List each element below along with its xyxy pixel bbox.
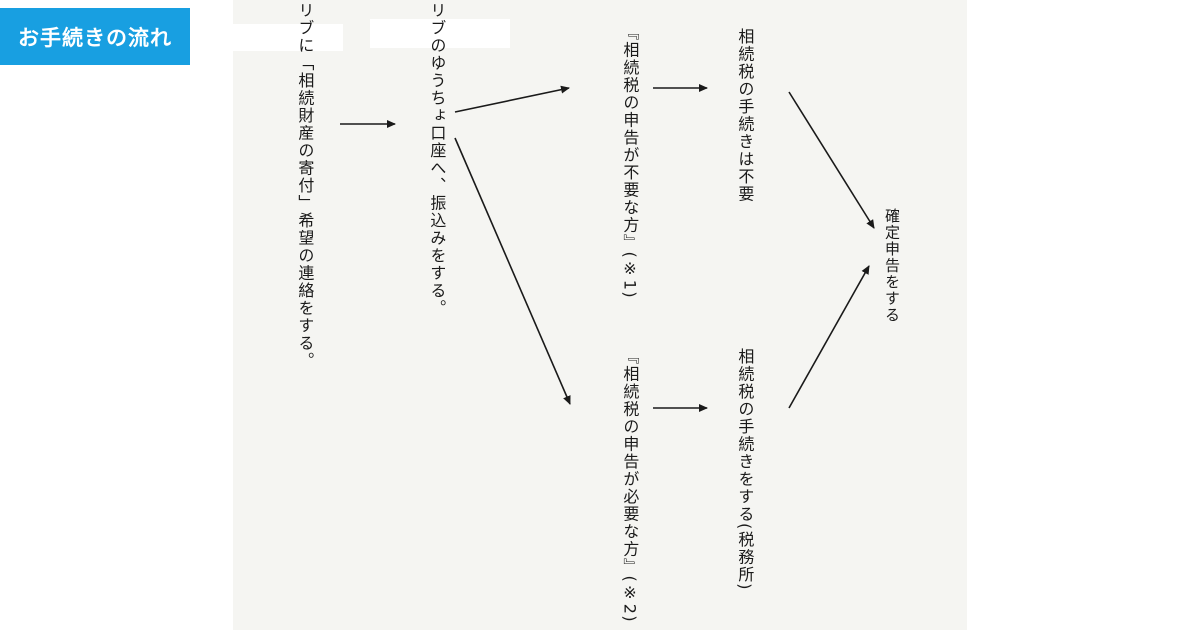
flow-panel: リブに「相続財産の寄付」希望の連絡をする。 リブのゆうちょ口座へ、振込みをする。… [233, 0, 967, 630]
flow-step-final-return: 確定申告をする [883, 208, 901, 324]
flow-step-no-declaration: 『相続税の申告が不要な方』(※1) [620, 24, 640, 300]
flow-step-transfer: リブのゆうちょ口座へ、振込みをする。 [427, 2, 447, 317]
redaction-box-2 [370, 19, 510, 48]
section-title-badge: お手続きの流れ [0, 8, 190, 65]
arrow-step4b-to-step5 [788, 265, 870, 409]
flow-step-do-procedure: 相続税の手続きをする(税務所) [735, 348, 755, 591]
arrow-step2-to-step3b [454, 137, 571, 405]
flow-step-no-procedure: 相続税の手続きは不要 [735, 28, 755, 203]
redaction-box-1 [233, 24, 343, 51]
flow-step-declaration-needed: 『相続税の申告が必要な方』(※2) [620, 348, 640, 624]
flow-step-contact: リブに「相続財産の寄付」希望の連絡をする。 [295, 2, 315, 370]
arrow-step4a-to-step5 [788, 91, 875, 229]
section-title: お手続きの流れ [18, 25, 172, 50]
flow-arrows [340, 84, 875, 412]
arrow-step2-to-step3a [454, 85, 570, 113]
